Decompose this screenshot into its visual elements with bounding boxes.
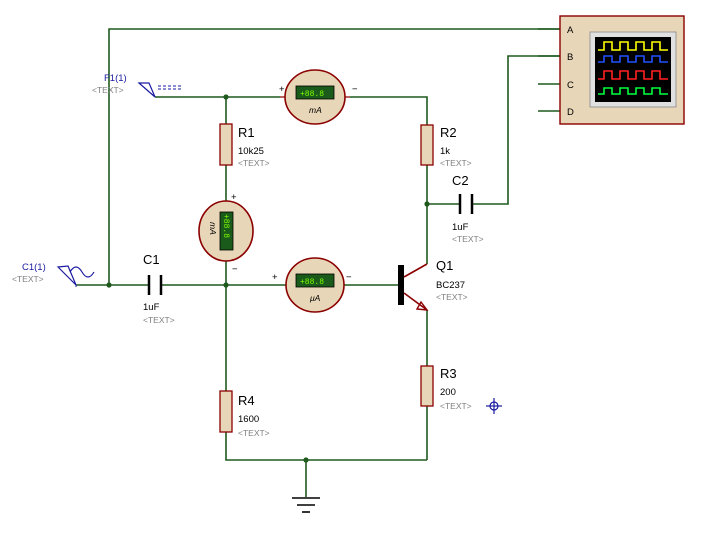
svg-text:+88.8: +88.8: [221, 214, 230, 238]
meter-display: [295, 85, 335, 100]
svg-text:C1(1): C1(1): [22, 262, 46, 273]
svg-text:B: B: [567, 52, 573, 63]
scope-screen: [595, 37, 671, 102]
svg-text:+: +: [272, 272, 278, 283]
svg-text:<TEXT>: <TEXT>: [436, 292, 468, 302]
capacitor-c2[interactable]: C2 1uF <TEXT>: [452, 173, 484, 244]
ground-icon: [292, 497, 320, 513]
wire-bottom-rail: [225, 432, 427, 461]
wire-signal-to-scope-a: [108, 28, 560, 285]
voltage-probe-icon[interactable]: [486, 398, 502, 414]
svg-text:−: −: [352, 84, 358, 95]
svg-text:<TEXT>: <TEXT>: [238, 428, 270, 438]
generator-f1[interactable]: F1(1) <TEXT>: [92, 73, 182, 98]
capacitor-c1[interactable]: C1 1uF <TEXT>: [143, 252, 175, 325]
ammeter-top[interactable]: +88.8 mA + −: [279, 69, 358, 125]
generator-probe-icon: [137, 82, 156, 98]
svg-text:<TEXT>: <TEXT>: [238, 158, 270, 168]
emitter-arrow-icon: [415, 300, 429, 311]
square-wave-icon: [158, 85, 182, 90]
oscilloscope[interactable]: A B C D: [559, 15, 685, 125]
svg-text:1600: 1600: [238, 414, 259, 425]
transistor-q1[interactable]: Q1 BC237 <TEXT>: [398, 258, 468, 311]
svg-text:C2: C2: [452, 173, 469, 188]
svg-text:R1: R1: [238, 125, 255, 140]
svg-text:+: +: [231, 192, 237, 203]
svg-text:F1(1): F1(1): [104, 73, 127, 84]
wire-meter-to-r2: [350, 96, 428, 125]
svg-text:D: D: [567, 107, 574, 118]
svg-text:A: A: [567, 25, 574, 36]
resistor-r3[interactable]: R3 200 <TEXT>: [420, 365, 472, 411]
junctions: [106, 94, 430, 463]
svg-text:10k25: 10k25: [238, 146, 264, 157]
svg-text:+: +: [279, 84, 285, 95]
svg-text:mA: mA: [208, 222, 218, 235]
svg-text:200: 200: [440, 387, 456, 398]
generator-probe-icon: [56, 265, 77, 286]
trace-d: [598, 87, 668, 95]
svg-text:+88.8: +88.8: [300, 90, 324, 99]
resistor-r1[interactable]: R1 10k25 <TEXT>: [219, 123, 270, 168]
svg-text:C: C: [567, 80, 574, 91]
trace-a: [598, 41, 668, 51]
svg-text:<TEXT>: <TEXT>: [12, 274, 44, 284]
resistor-r2[interactable]: R2 1k <TEXT>: [420, 124, 472, 168]
svg-text:1uF: 1uF: [143, 302, 160, 313]
svg-text:R2: R2: [440, 125, 457, 140]
svg-text:C1: C1: [143, 252, 160, 267]
svg-text:<TEXT>: <TEXT>: [92, 85, 124, 95]
svg-text:Q1: Q1: [436, 258, 453, 273]
ammeter-middle[interactable]: +88.8 mA + −: [198, 192, 254, 275]
svg-text:R3: R3: [440, 366, 457, 381]
microammeter-base[interactable]: +88.8 μA + −: [272, 257, 352, 313]
svg-text:<TEXT>: <TEXT>: [440, 401, 472, 411]
svg-text:<TEXT>: <TEXT>: [452, 234, 484, 244]
svg-text:R4: R4: [238, 393, 255, 408]
wire-c2-to-scope-b: [473, 55, 560, 205]
svg-text:<TEXT>: <TEXT>: [440, 158, 472, 168]
svg-text:mA: mA: [309, 105, 322, 115]
meter-display: [219, 211, 234, 251]
resistor-r4[interactable]: R4 1600 <TEXT>: [219, 390, 270, 438]
svg-text:−: −: [232, 264, 238, 275]
svg-text:BC237: BC237: [436, 280, 465, 291]
meter-display: [295, 273, 335, 288]
svg-text:−: −: [346, 272, 352, 283]
svg-text:<TEXT>: <TEXT>: [143, 315, 175, 325]
trace-b: [598, 55, 668, 63]
svg-text:+88.8: +88.8: [300, 278, 324, 287]
svg-text:1k: 1k: [440, 146, 450, 157]
trace-c: [598, 70, 668, 80]
sine-wave-icon: [69, 266, 95, 278]
svg-text:μA: μA: [309, 293, 321, 303]
generator-c1[interactable]: C1(1) <TEXT>: [12, 262, 95, 287]
svg-text:1uF: 1uF: [452, 222, 469, 233]
